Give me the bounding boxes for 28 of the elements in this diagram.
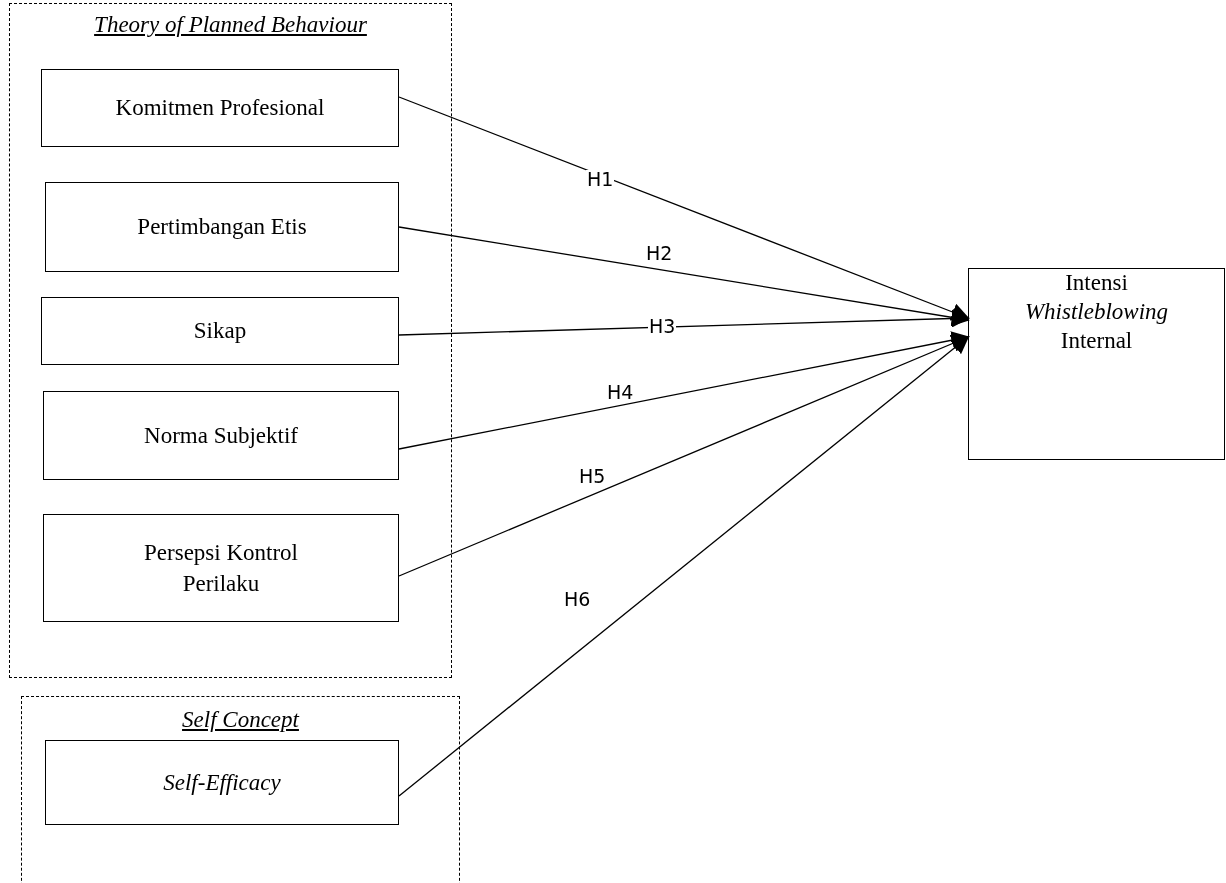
arrow [398,96,970,321]
group-heading: Theory of Planned Behaviour [94,12,367,38]
variable-label: Self-Efficacy [163,768,281,797]
arrow [398,335,970,797]
variable-label: Norma Subjektif [144,421,298,450]
variable-label: Sikap [193,317,247,346]
variable-box [968,268,1225,460]
edge-label: H2 [645,244,674,263]
edge-label: H5 [578,467,607,486]
variable-label: Intensi Whistleblowing Internal [1023,269,1170,355]
variable-box [45,182,399,272]
variable-box [43,514,399,622]
group-heading: Self Concept [182,707,299,733]
variable-label: Komitmen Profesional [115,94,325,123]
variable-box [43,391,399,480]
variable-label: Persepsi Kontrol Perilaku [143,538,299,598]
edge-label: H6 [563,590,592,609]
variable-box [41,69,399,147]
arrow [398,309,970,336]
edge-label: H1 [586,170,615,189]
edge-label: H3 [648,317,677,336]
variable-box [41,297,399,365]
variable-label: Pertimbangan Etis [137,213,307,242]
arrow [398,226,970,327]
dashed-group-frame [9,3,452,678]
edge-label: H4 [606,383,635,402]
variable-box [45,740,399,825]
dashed-group-frame [21,696,460,883]
